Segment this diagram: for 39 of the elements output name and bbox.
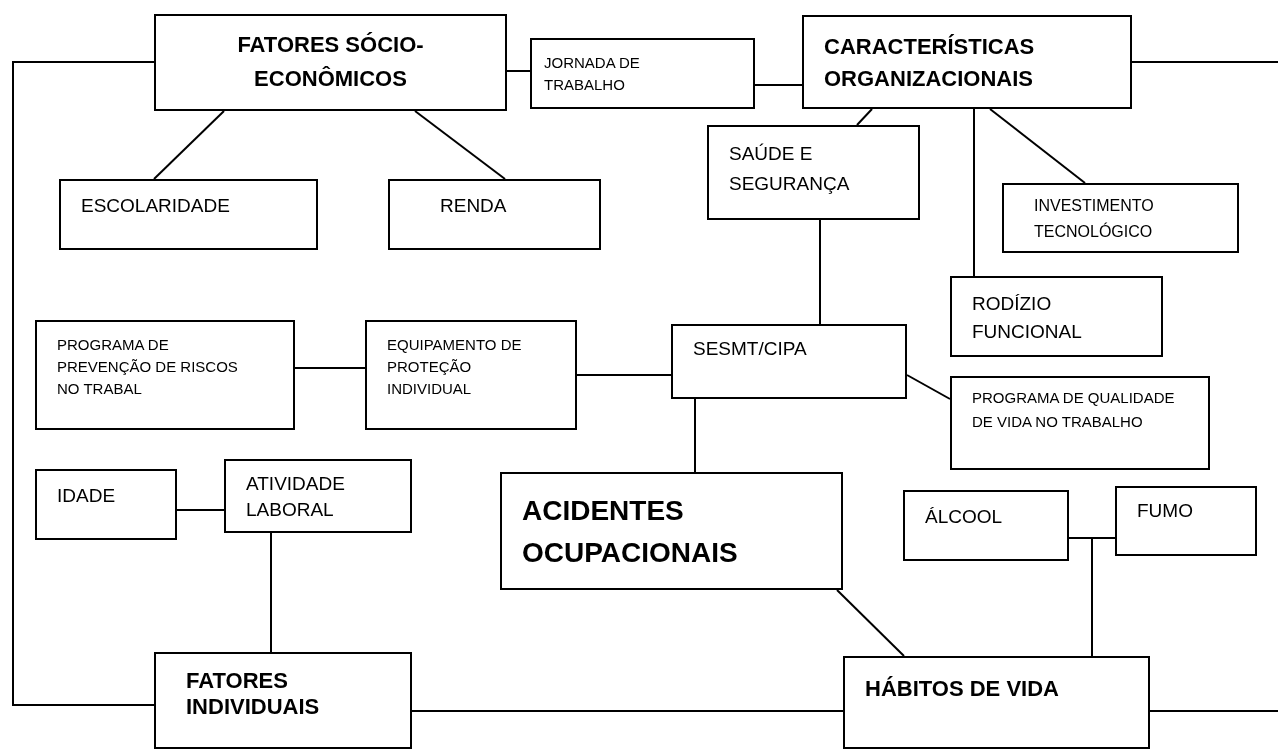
- label-box: EQUIPAMENTO DE PROTEÇÃO INDIVIDUAL: [365, 320, 577, 430]
- connector-line: [819, 219, 821, 325]
- label-box: CARACTERÍSTICAS ORGANIZACIONAIS: [802, 15, 1132, 109]
- connector-line: [411, 710, 844, 712]
- connector-line: [694, 398, 696, 473]
- label-box: SAÚDE E SEGURANÇA: [707, 125, 920, 220]
- label-box: FATORES SÓCIO-ECONÔMICOS: [154, 14, 507, 111]
- connector-line: [754, 84, 803, 86]
- connector-line: [294, 367, 366, 369]
- label-box: ESCOLARIDADE: [59, 179, 318, 250]
- connector-line: [836, 589, 905, 657]
- connector-line: [176, 509, 225, 511]
- label-box: JORNADA DE TRABALHO: [530, 38, 755, 109]
- connector-line: [1149, 710, 1278, 712]
- connector-line: [153, 110, 225, 180]
- label-box: INVESTIMENTO TECNOLÓGICO: [1002, 183, 1239, 253]
- connector-line: [906, 374, 951, 400]
- connector-line: [856, 108, 873, 126]
- connector-line: [270, 532, 272, 653]
- label-box: ÁLCOOL: [903, 490, 1069, 561]
- connector-line: [1091, 537, 1116, 657]
- label-box: ACIDENTES OCUPACIONAIS: [500, 472, 843, 590]
- connector-line: [506, 70, 531, 72]
- connector-line: [973, 108, 975, 277]
- label-box: SESMT/CIPA: [671, 324, 907, 399]
- label-box: IDADE: [35, 469, 177, 540]
- connector-line: [414, 110, 506, 180]
- label-box: FATORES INDIVIDUAIS: [154, 652, 412, 749]
- label-box: RENDA: [388, 179, 601, 250]
- label-box: ATIVIDADE LABORAL: [224, 459, 412, 533]
- label-box: PROGRAMA DE QUALIDADE DE VIDA NO TRABALHO: [950, 376, 1210, 470]
- label-box: FUMO: [1115, 486, 1257, 556]
- connector-line: [576, 374, 672, 376]
- label-box: HÁBITOS DE VIDA: [843, 656, 1150, 749]
- label-box: PROGRAMA DE PREVENÇÃO DE RISCOS NO TRABAL: [35, 320, 295, 430]
- connector-line: [12, 61, 155, 706]
- connector-line: [989, 108, 1086, 184]
- label-box: RODÍZIO FUNCIONAL: [950, 276, 1163, 357]
- connector-line: [1131, 61, 1278, 63]
